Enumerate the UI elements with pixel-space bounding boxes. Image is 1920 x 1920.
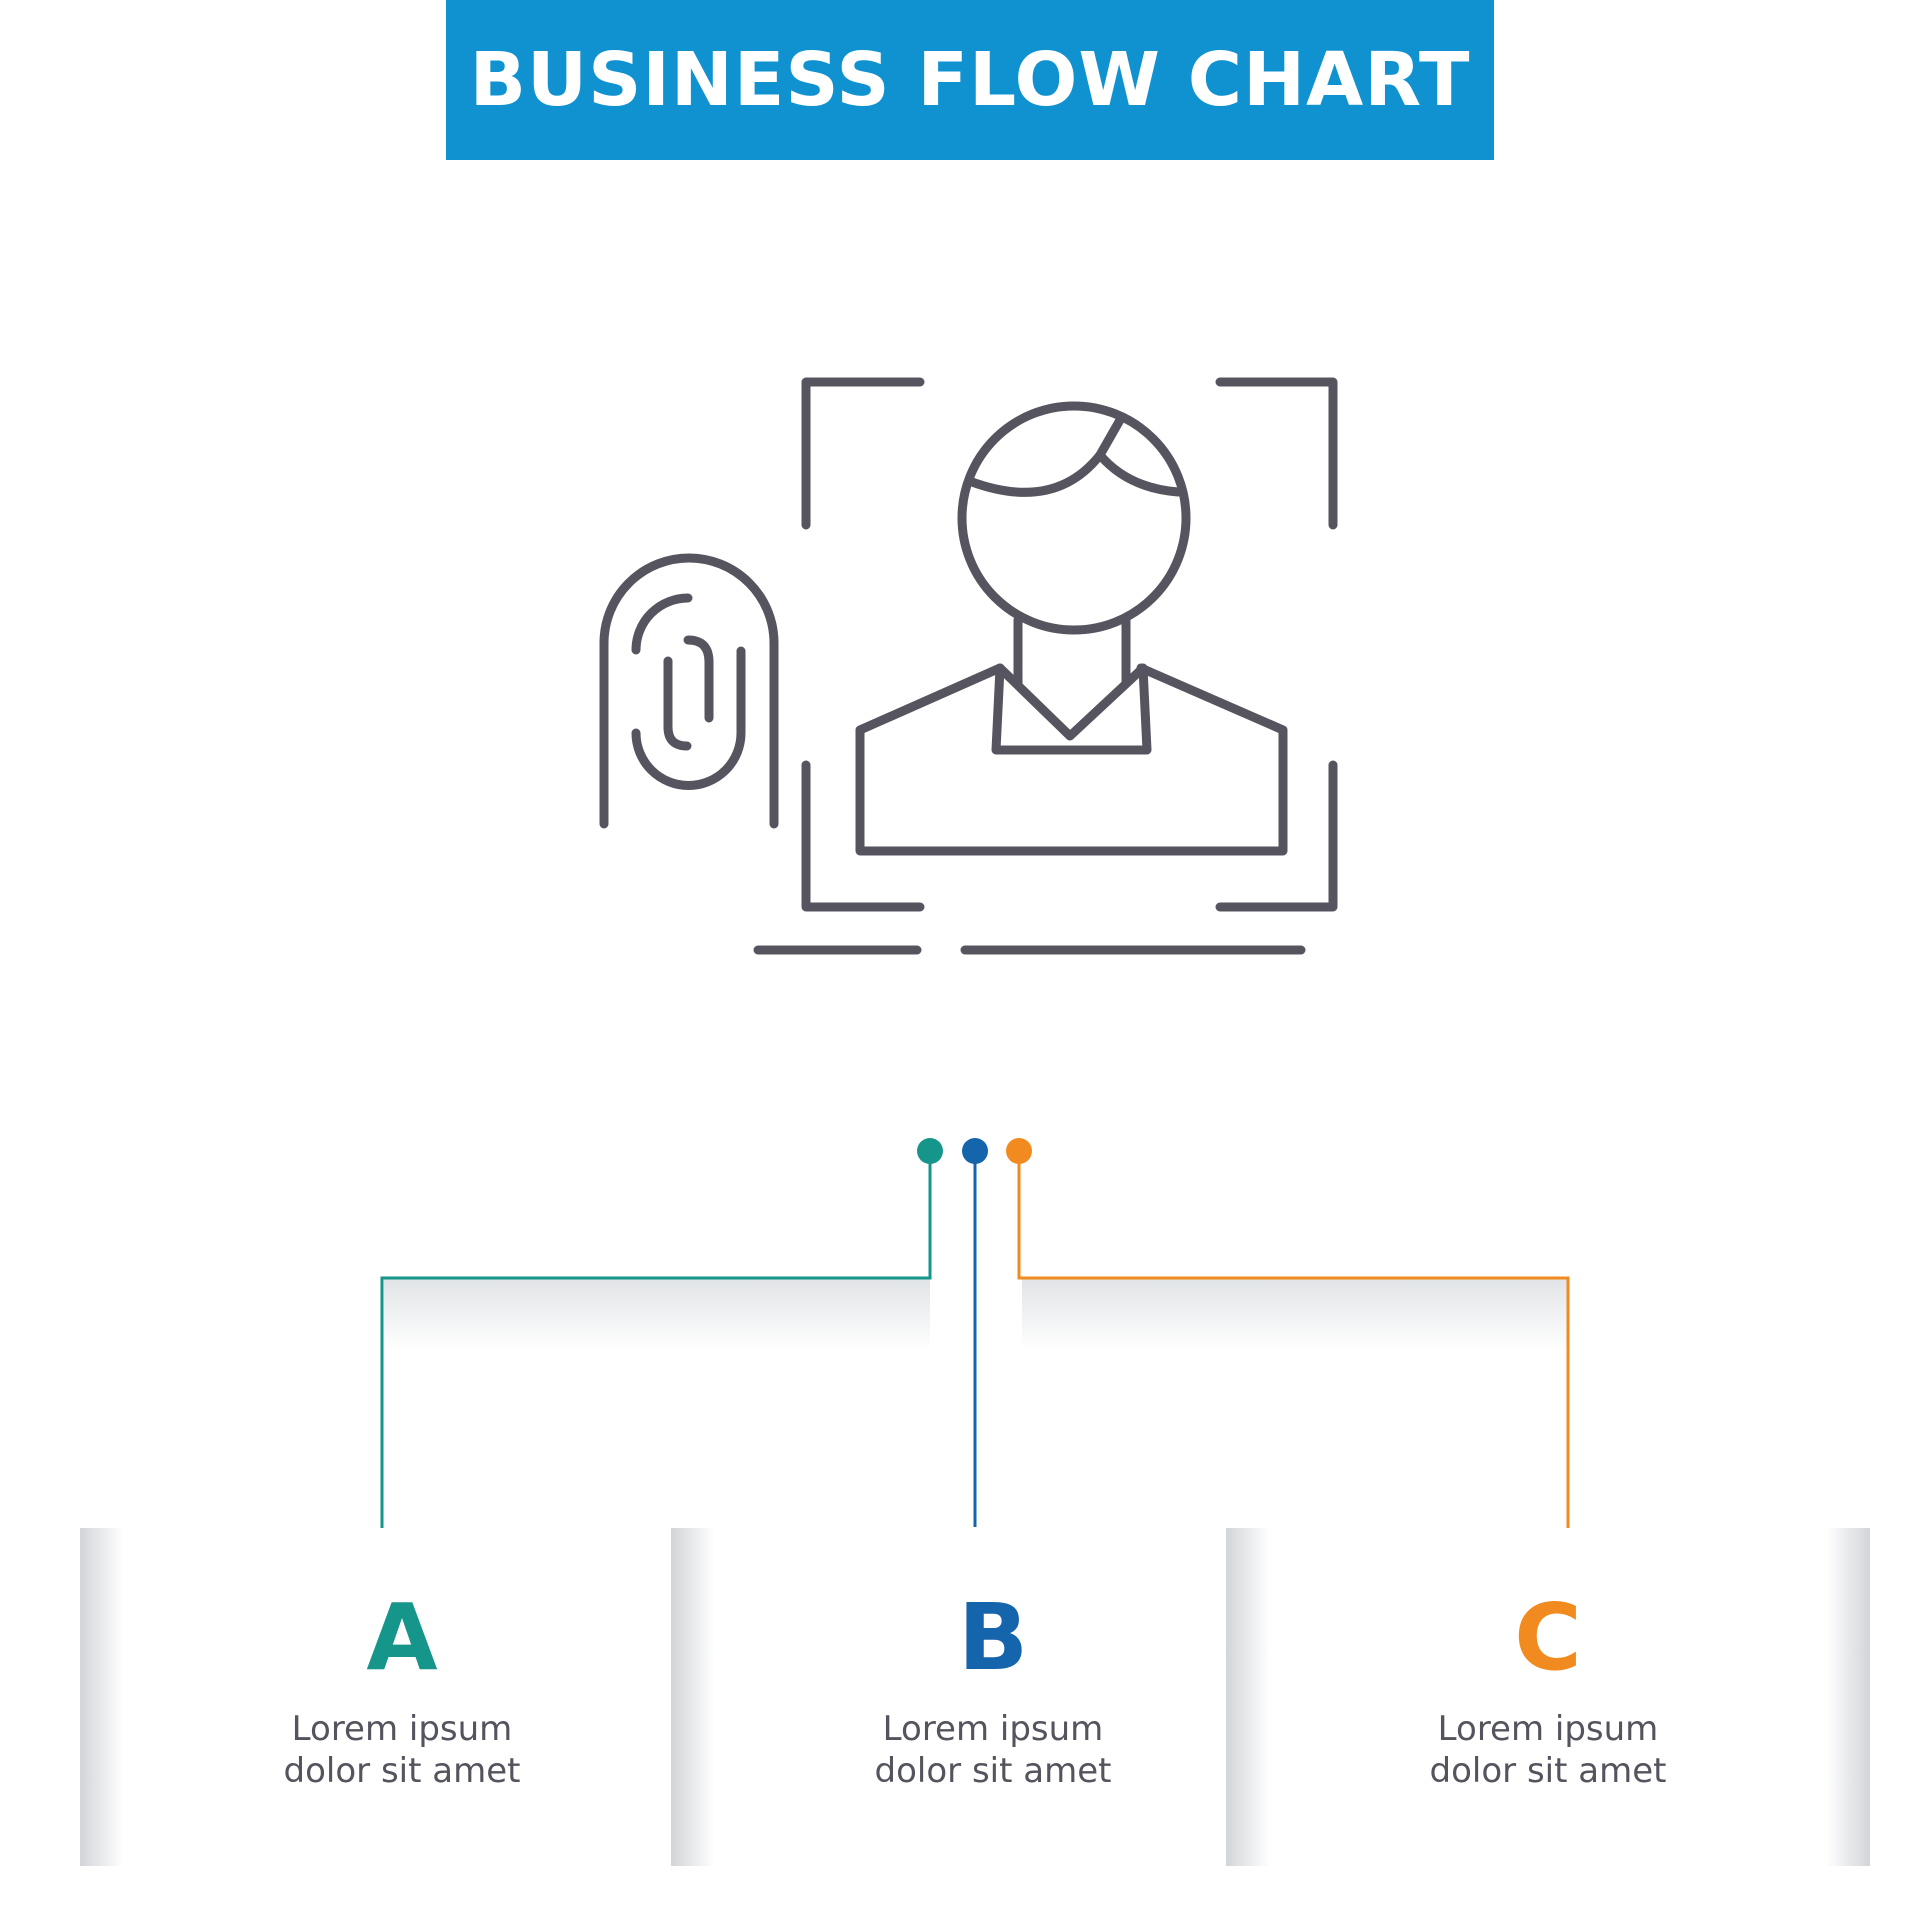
hair-part bbox=[1095, 415, 1125, 460]
finger-outline bbox=[599, 553, 779, 829]
step-text-c-line1: Lorem ipsum bbox=[1437, 1709, 1659, 1749]
fingerprint-outer-bottom bbox=[631, 646, 746, 790]
collar bbox=[991, 663, 1152, 755]
fingerprint-inner-left bbox=[663, 656, 692, 751]
neck bbox=[1013, 615, 1131, 688]
connector-shade-left bbox=[384, 1278, 930, 1350]
connector-shade-right bbox=[1022, 1278, 1568, 1350]
step-text-a: Lorem ipsum dolor sit amet bbox=[80, 1708, 724, 1792]
step-text-a-line1: Lorem ipsum bbox=[291, 1709, 513, 1749]
scan-corner-bottom-right bbox=[1215, 760, 1338, 912]
scan-corner-bottom-left bbox=[801, 760, 925, 912]
step-panel-b: B Lorem ipsum dolor sit amet bbox=[671, 1528, 1315, 1866]
step-text-b-line1: Lorem ipsum bbox=[882, 1709, 1104, 1749]
fingerprint-inner-right bbox=[683, 635, 714, 723]
scan-corner-top-left bbox=[801, 377, 925, 530]
torso bbox=[855, 663, 1288, 856]
head-outline bbox=[957, 401, 1191, 635]
step-panel-a: A Lorem ipsum dolor sit amet bbox=[80, 1528, 724, 1866]
title-banner: BUSINESS FLOW CHART bbox=[446, 0, 1494, 160]
step-text-c: Lorem ipsum dolor sit amet bbox=[1226, 1708, 1870, 1792]
connector-line-c bbox=[1017, 1151, 1570, 1549]
fingerprint-outer-top bbox=[631, 593, 693, 655]
step-letter-a: A bbox=[366, 1584, 438, 1691]
hair-line bbox=[967, 450, 1183, 497]
step-panel-c: C Lorem ipsum dolor sit amet bbox=[1226, 1528, 1870, 1866]
step-text-b-line2: dolor sit amet bbox=[874, 1751, 1112, 1791]
step-text-c-line2: dolor sit amet bbox=[1429, 1751, 1667, 1791]
scan-corner-top-right bbox=[1215, 377, 1338, 530]
step-letter-b: B bbox=[957, 1584, 1029, 1691]
page-title: BUSINESS FLOW CHART bbox=[469, 37, 1471, 123]
step-text-a-line2: dolor sit amet bbox=[283, 1751, 521, 1791]
connector-line-a bbox=[380, 1151, 932, 1549]
step-text-b: Lorem ipsum dolor sit amet bbox=[671, 1708, 1315, 1792]
step-letter-c: C bbox=[1514, 1584, 1582, 1691]
